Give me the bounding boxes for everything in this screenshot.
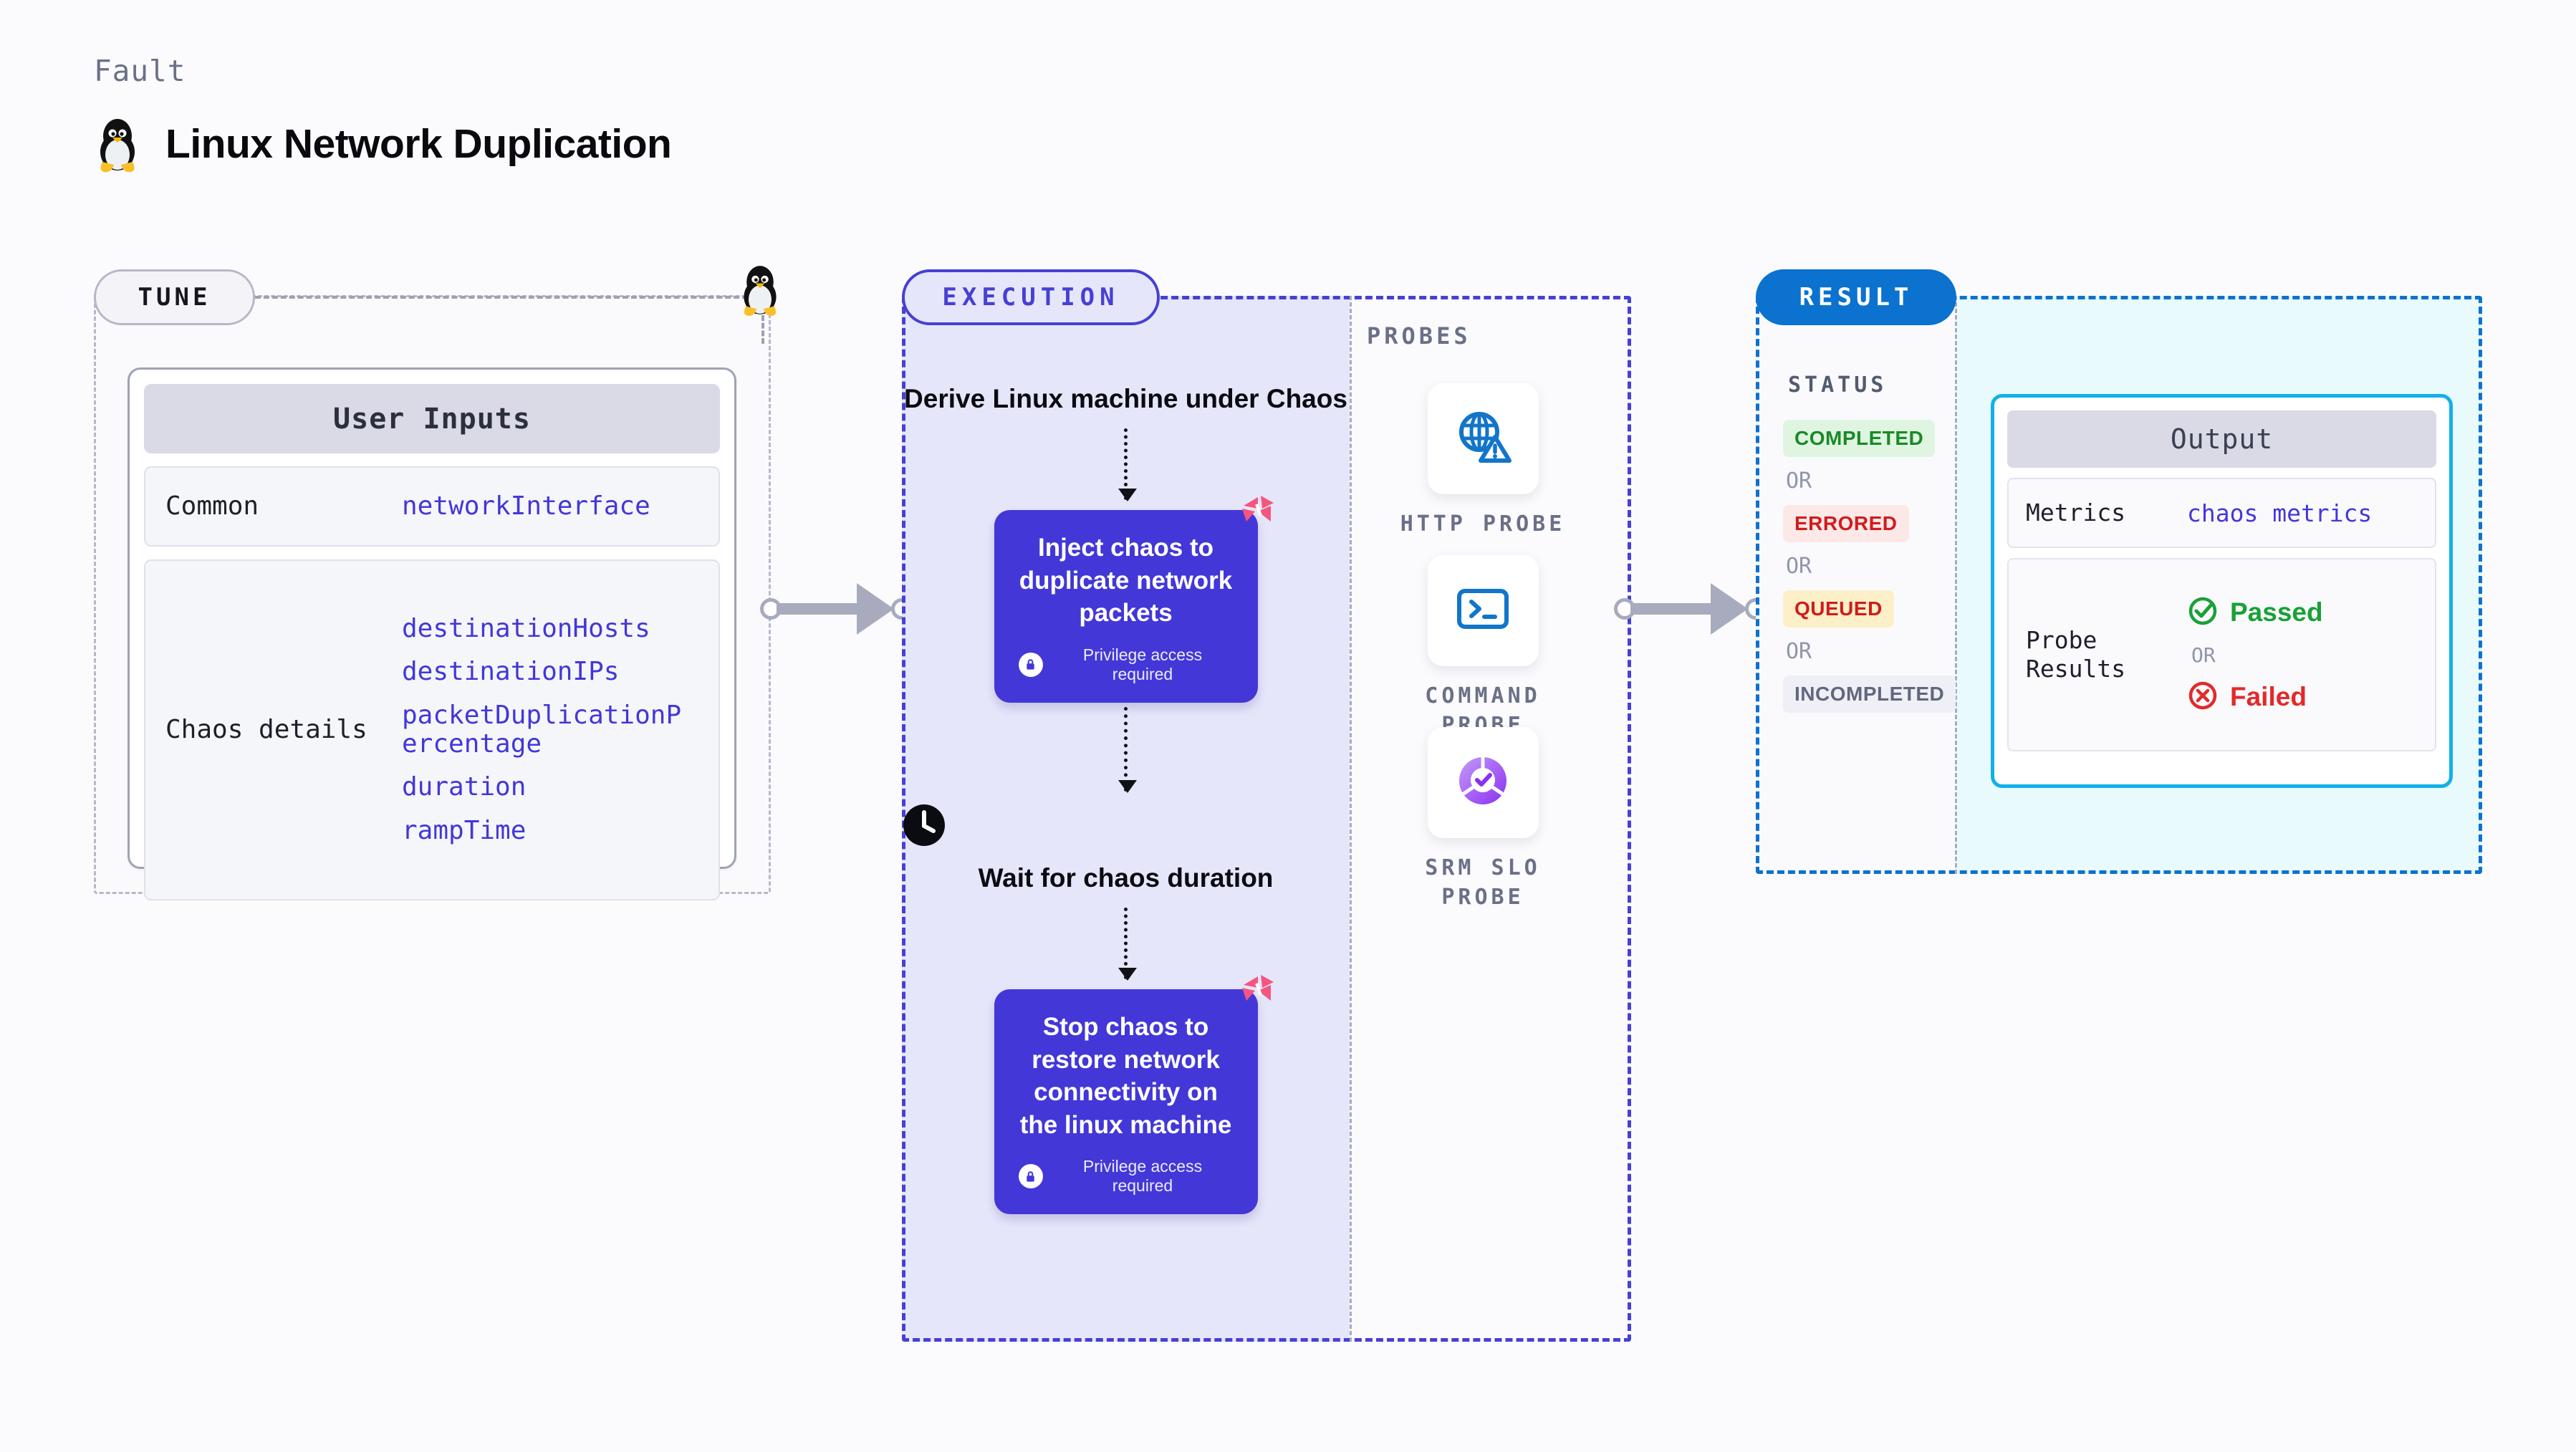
harness-mark-icon — [1236, 490, 1278, 535]
arrow-head — [1711, 583, 1748, 635]
output-row-metrics: Metrics chaos metrics — [2007, 478, 2436, 548]
output-title: Output — [2007, 410, 2436, 468]
tune-section-values: destinationHosts destinationIPs packetDu… — [402, 614, 688, 845]
execution-badge[interactable]: EXECUTION — [902, 269, 1160, 325]
flow-connector-3 — [1118, 908, 1137, 981]
tune-input-value[interactable]: destinationIPs — [402, 657, 620, 687]
tune-input-value[interactable]: rampTime — [402, 815, 527, 845]
arrow-tune-to-execution — [760, 580, 913, 638]
check-circle-icon — [2187, 595, 2219, 630]
tune-section-label: Chaos details — [165, 714, 367, 744]
flow-step-wait: Wait for chaos duration — [902, 803, 1350, 895]
probes-divider — [1350, 296, 1352, 1342]
status-or: OR — [1786, 468, 1812, 494]
probe-failed-text: Failed — [2230, 682, 2307, 711]
status-or: OR — [1786, 639, 1812, 664]
probe-result-values: Passed OR Failed — [2187, 595, 2323, 715]
status-or: OR — [1786, 554, 1812, 579]
probe-card[interactable] — [1427, 383, 1539, 494]
terminal-icon — [1452, 583, 1514, 638]
status-badge-incompleted: INCOMPLETED — [1783, 675, 1956, 713]
user-inputs-title: User Inputs — [144, 384, 720, 453]
result-panel — [1756, 296, 2482, 874]
probe-passed-text: Passed — [2230, 597, 2323, 627]
status-badge-errored: ERRORED — [1783, 505, 1909, 542]
flow-step-wait-title: Wait for chaos duration — [978, 862, 1274, 893]
execution-probes-panel — [902, 296, 1631, 1342]
lock-icon — [1018, 652, 1043, 677]
clock-icon — [902, 803, 1350, 851]
lock-icon — [1018, 1164, 1043, 1189]
tune-connector-drop — [761, 315, 764, 344]
arrow-shaft — [777, 603, 862, 615]
tune-section-chaos-details: Chaos details destinationHosts destinati… — [144, 559, 720, 900]
probe-result-passed: Passed — [2187, 595, 2323, 630]
arrow-head — [857, 583, 894, 635]
flow-card-title: Stop chaos to restore network connectivi… — [1019, 1013, 1232, 1139]
probe-card[interactable] — [1427, 555, 1539, 666]
tune-tux-penguin-icon — [738, 261, 782, 321]
globe-warning-icon — [1452, 406, 1514, 471]
harness-mark-icon — [1236, 969, 1278, 1014]
probe-command[interactable]: COMMAND PROBE — [1390, 555, 1576, 740]
tux-penguin-icon — [94, 115, 141, 173]
page-kicker: Fault — [94, 54, 186, 88]
tune-input-value[interactable]: duration — [402, 772, 527, 802]
tune-section-label: Common — [165, 491, 259, 521]
result-status-fill — [1756, 296, 1955, 874]
flow-card-inject-chaos[interactable]: Inject chaos to duplicate network packet… — [994, 496, 1274, 703]
flow-card-stop-chaos[interactable]: Stop chaos to restore network connectivi… — [994, 975, 1274, 1215]
arrow-shaft — [1630, 603, 1716, 615]
slo-donut-check-icon — [1450, 748, 1516, 817]
probe-card[interactable] — [1427, 727, 1539, 838]
x-circle-icon — [2187, 680, 2219, 715]
output-metrics-value[interactable]: chaos metrics — [2187, 499, 2373, 527]
page-title-row: Linux Network Duplication — [94, 115, 672, 173]
probe-srm-slo[interactable]: SRM SLO PROBE — [1390, 727, 1576, 912]
flow-card-title: Inject chaos to duplicate network packet… — [1019, 534, 1233, 628]
flow-step-derive-title: Derive Linux machine under Chaos — [904, 384, 1347, 413]
probe-result-or: OR — [2191, 643, 2216, 667]
output-metrics-label: Metrics — [2026, 499, 2126, 527]
flow-connector-2 — [1118, 706, 1137, 793]
arrow-execution-to-result — [1614, 580, 1767, 638]
probe-label: HTTP PROBE — [1400, 511, 1566, 537]
status-section-label: STATUS — [1788, 372, 1888, 398]
tune-connector-line — [255, 296, 756, 299]
status-badge-completed: COMPLETED — [1783, 420, 1936, 457]
tune-section-values: networkInterface — [402, 491, 650, 521]
flow-connector-1 — [1118, 428, 1137, 502]
user-inputs-card: User Inputs Common networkInterface Chao… — [128, 367, 736, 900]
privilege-note: Privilege access required — [1018, 1157, 1234, 1196]
result-badge[interactable]: RESULT — [1756, 269, 1956, 325]
result-divider — [1955, 296, 1957, 874]
privilege-note: Privilege access required — [1018, 645, 1234, 684]
status-badge-queued: QUEUED — [1783, 590, 1894, 628]
privilege-note-text: Privilege access required — [1082, 645, 1203, 683]
probe-result-failed: Failed — [2187, 680, 2323, 715]
privilege-note-text: Privilege access required — [1082, 1157, 1203, 1196]
execution-flow: Derive Linux machine under Chaos Inject … — [902, 296, 1350, 1215]
probe-http[interactable]: HTTP PROBE — [1390, 383, 1576, 539]
page-title: Linux Network Duplication — [165, 121, 672, 167]
tune-section-common: Common networkInterface — [144, 466, 720, 547]
tune-input-value[interactable]: destinationHosts — [402, 614, 650, 644]
tune-badge[interactable]: TUNE — [94, 269, 255, 325]
tune-input-value[interactable]: packetDuplicationPercentage — [402, 700, 682, 759]
probes-section-label: PROBES — [1367, 322, 1471, 350]
tune-input-value[interactable]: networkInterface — [402, 491, 650, 521]
status-list: COMPLETED OR ERRORED OR QUEUED OR INCOMP… — [1783, 420, 1956, 713]
probe-label: SRM SLO PROBE — [1425, 855, 1541, 910]
output-card: Output Metrics chaos metrics Probe Resul… — [1991, 394, 2453, 788]
output-probe-label: Probe Results — [2026, 626, 2126, 683]
output-row-probe-results: Probe Results Passed OR — [2007, 558, 2436, 751]
